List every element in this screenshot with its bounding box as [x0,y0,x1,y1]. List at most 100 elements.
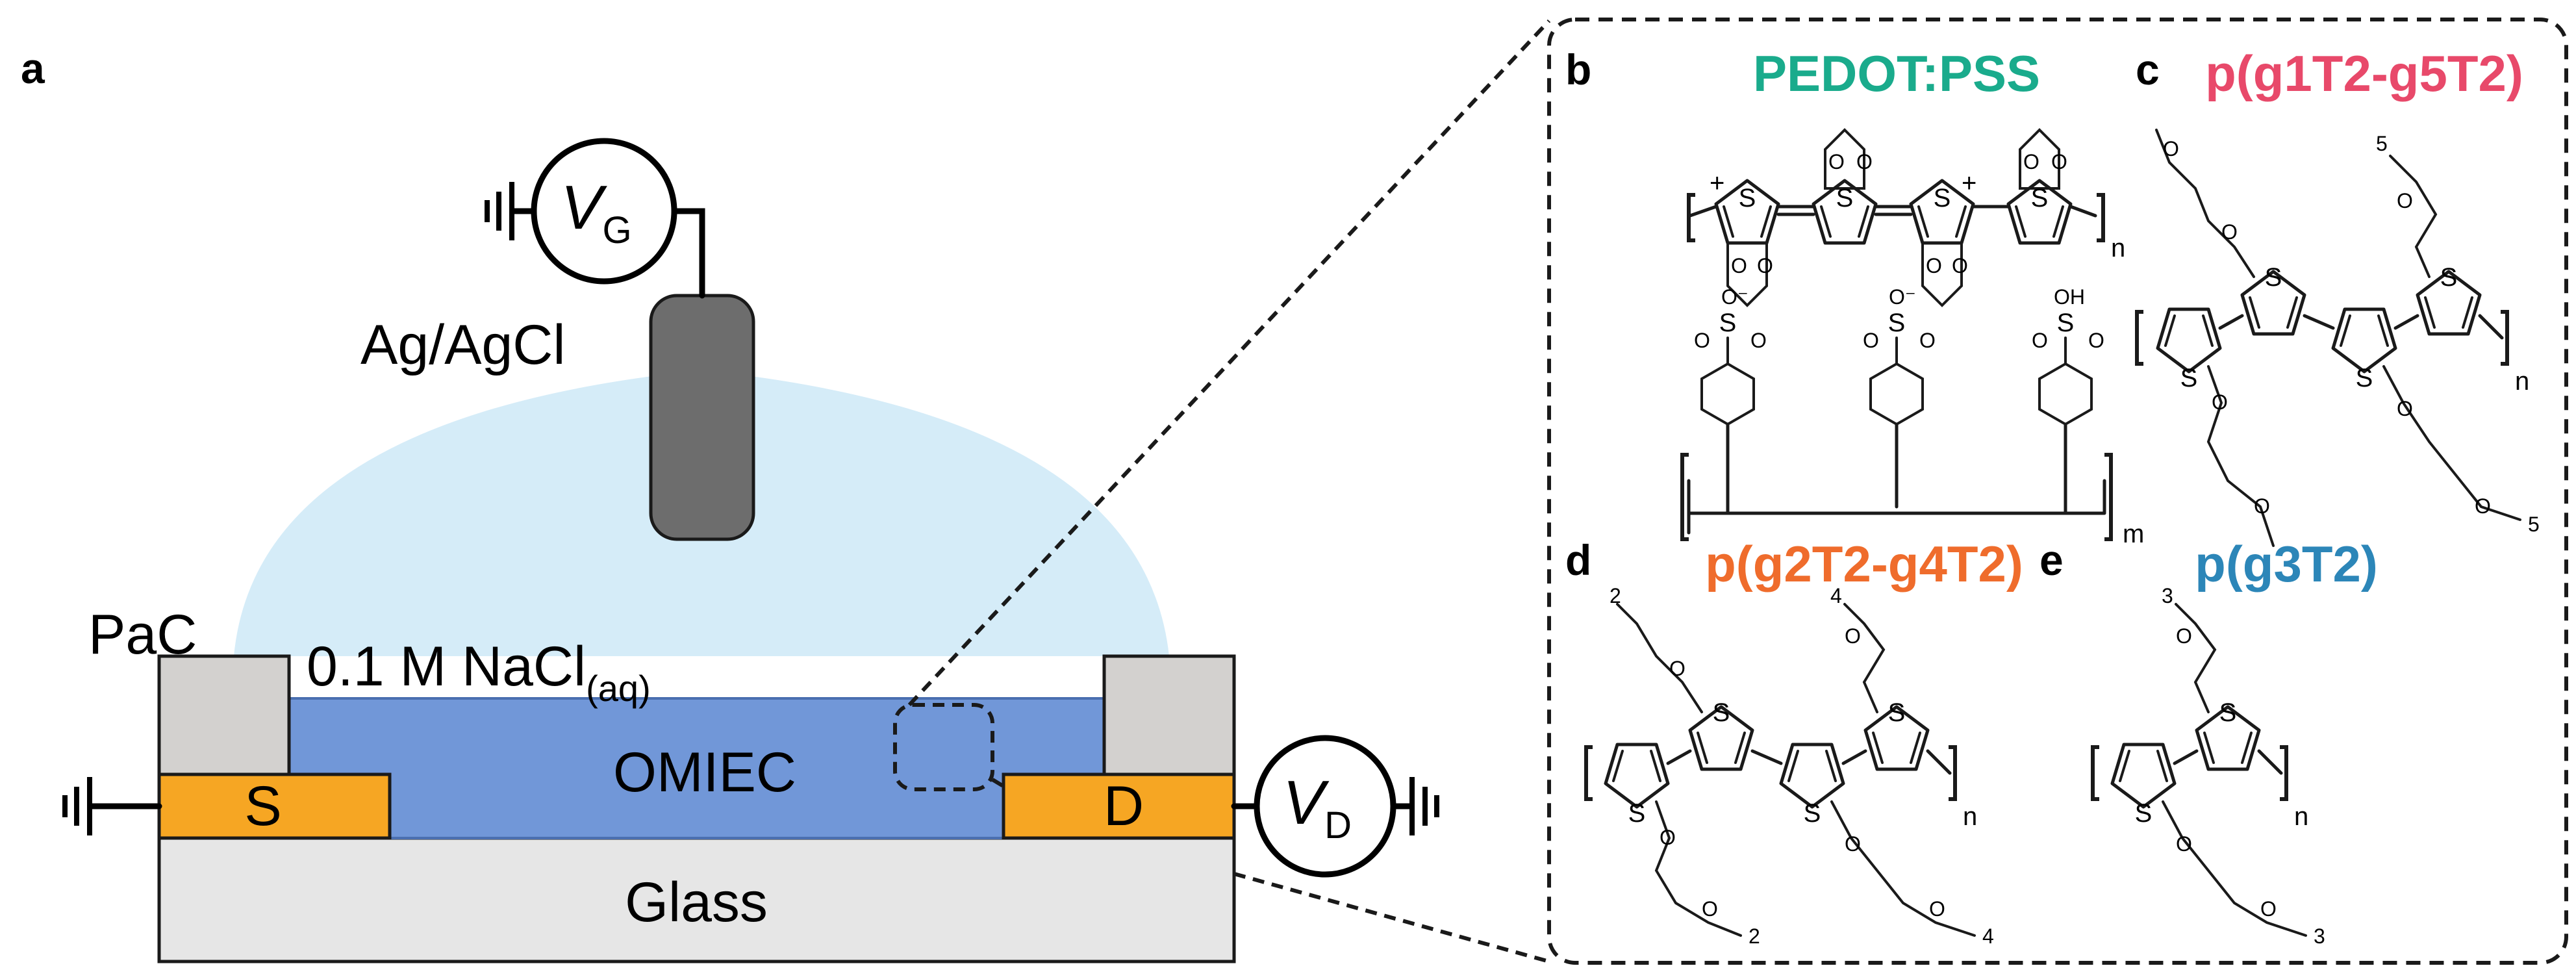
svg-text:O: O [2032,329,2048,352]
svg-text:O: O [2163,137,2179,160]
svg-text:S: S [2265,263,2282,292]
svg-text:4: 4 [1830,584,1842,607]
drain-ground-icon [1409,777,1439,835]
svg-text:O: O [2176,832,2192,856]
svg-text:O: O [1694,329,1710,352]
svg-text:S: S [2135,799,2153,828]
svg-text:S: S [1628,799,1646,828]
panel-letter-b: b [1565,45,1591,94]
pedot-backbone: S S S S + + O O O O O O O O n [1687,128,2125,307]
svg-text:S: S [2031,184,2049,212]
svg-text:3: 3 [2314,924,2325,948]
p-g3t2-title: p(g3T2) [2195,535,2378,592]
drain-voltage-label: VD [1283,768,1352,847]
svg-text:O: O [1702,897,1718,921]
ag-agcl-electrode [649,294,755,541]
svg-text:O: O [2221,220,2238,244]
svg-text:O: O [1828,150,1845,173]
glass-substrate [157,836,1236,963]
svg-text:O⁻: O⁻ [1889,285,1916,309]
svg-text:n: n [1963,802,1977,831]
svg-text:O: O [2212,390,2228,414]
panel-d: d p(g2T2-g4T2) S S S S n O 2 O 4 O [1565,535,2023,948]
source-label: S [244,775,281,837]
c-backbone: S S S S n O O O 5 O O O O 5 [2135,129,2540,547]
svg-text:S: S [2219,698,2237,727]
svg-text:n: n [2515,367,2529,396]
svg-text:5: 5 [2528,513,2540,536]
svg-text:O: O [2023,150,2039,173]
electrode-label: Ag/AgCl [360,314,566,376]
svg-text:3: 3 [2162,584,2173,607]
p-g2t2-g4t2-title: p(g2T2-g4T2) [1705,535,2023,592]
svg-text:O: O [2051,150,2067,173]
svg-text:S: S [1739,184,1756,212]
svg-text:O: O [2088,329,2104,352]
svg-text:S: S [2356,364,2373,392]
zoom-line-mid [991,778,1007,789]
pedot-pss-title: PEDOT:PSS [1753,45,2040,102]
omiec-label: OMIEC [613,741,796,804]
svg-text:4: 4 [1982,924,1994,948]
svg-text:O: O [1750,329,1767,352]
svg-text:2: 2 [1610,584,1621,607]
svg-text:n: n [2294,802,2308,831]
svg-text:+: + [1710,169,1724,197]
svg-text:O: O [1919,329,1936,352]
svg-text:O⁻: O⁻ [1721,285,1749,309]
structures-box [1547,18,2568,965]
svg-text:O: O [2475,494,2491,518]
svg-text:O: O [1926,254,1942,277]
svg-text:n: n [2111,234,2125,262]
glass-label: Glass [625,871,768,934]
pac-right [1102,654,1236,778]
svg-text:m: m [2123,520,2144,548]
svg-text:S: S [1713,698,1730,727]
panel-letter-c: c [2136,45,2160,94]
svg-text:O: O [2260,897,2277,921]
svg-text:O: O [2176,624,2192,648]
pac-label: PaC [88,604,197,666]
svg-text:O: O [1952,254,1968,277]
omiec-channel [284,697,1128,839]
panel-letter-a: a [21,44,45,92]
svg-text:O: O [1669,657,1686,680]
electrolyte-label: 0.1 M NaCl(aq) [307,635,651,709]
svg-text:O: O [1863,329,1879,352]
zoom-marker [893,703,994,791]
panel-letter-e: e [2039,536,2064,584]
svg-text:O: O [2397,189,2413,212]
pac-left [157,654,291,778]
svg-text:S: S [2440,263,2458,292]
svg-text:O: O [1731,254,1747,277]
gate-wire [672,208,705,299]
e-backbone: S S n O 3 O O 3 [2091,584,2325,948]
gate-ground-icon [485,182,514,240]
panel-b: b PEDOT:PSS S S S S + + [1565,45,2144,548]
svg-text:O: O [1660,826,1676,849]
source-ground-icon [62,777,92,835]
zoom-line-top [907,19,1551,707]
drain-label: D [1104,775,1144,837]
svg-text:O: O [1856,150,1873,173]
svg-text:OH: OH [2054,285,2085,309]
panel-e: e p(g3T2) S S n O 3 O O 3 [2039,535,2378,948]
svg-text:S: S [1836,184,1854,212]
svg-text:+: + [1962,169,1976,197]
panel-c: c p(g1T2-g5T2) S S S S n O O O 5 [2135,45,2540,547]
svg-text:S: S [2057,309,2075,337]
svg-text:O: O [2397,397,2413,420]
zoom-line-bottom [1233,872,1550,963]
svg-text:O: O [1845,624,1861,648]
p-g1t2-g5t2-title: p(g1T2-g5T2) [2205,45,2523,102]
panel-letter-d: d [1565,536,1591,584]
pss-chain: S S S O O O O O O O⁻ O⁻ OH m [1680,285,2144,548]
svg-text:S: S [1888,309,1906,337]
svg-text:5: 5 [2376,132,2388,155]
svg-text:S: S [1888,698,1906,727]
d-backbone: S S S S n O 2 O 4 O O 2 O O 4 [1584,584,1994,948]
gate-voltage-label: VG [561,173,631,251]
svg-text:S: S [1719,309,1737,337]
svg-text:2: 2 [1749,924,1760,948]
svg-text:S: S [1934,184,1951,212]
